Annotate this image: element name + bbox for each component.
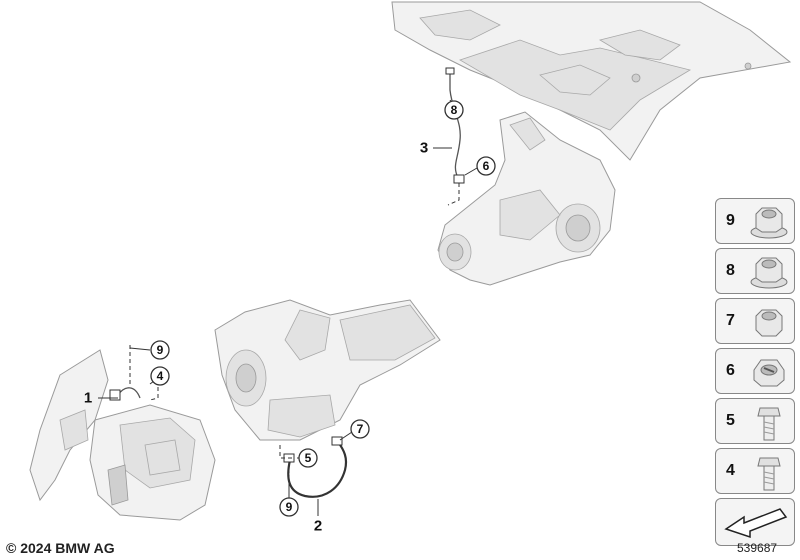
flange-nut-icon <box>750 257 788 289</box>
flange-nut-icon <box>750 207 788 239</box>
legend-direction <box>715 498 795 546</box>
hex-nut-icon <box>755 309 783 337</box>
diagram-id: 539687 <box>737 541 778 555</box>
legend-number: 7 <box>726 312 735 329</box>
front-sensor-cable <box>279 436 348 498</box>
callout-9-front-left: 9 <box>150 340 170 360</box>
callout-9-front: 9 <box>279 497 299 517</box>
front-left-subframe <box>29 349 216 521</box>
callout-4-front-left: 4 <box>150 366 170 386</box>
callout-4-front-left-text: 4 <box>157 369 164 383</box>
callout-7-front-text: 7 <box>357 422 364 436</box>
callout-9-front-text: 9 <box>286 500 293 514</box>
legend-item-9[interactable]: 9 <box>715 198 795 244</box>
copyright-text: © 2024 BMW AG <box>6 540 115 556</box>
floor-pan <box>391 1 792 161</box>
callout-6-rear-text: 6 <box>483 159 490 173</box>
callout-8-rear: 8 <box>444 100 464 120</box>
leader-9-front-left <box>129 347 151 351</box>
hex-bolt-icon <box>757 407 781 441</box>
leader-7 <box>339 431 353 441</box>
legend-item-8[interactable]: 8 <box>715 248 795 294</box>
legend-item-6[interactable]: 6 <box>715 348 795 394</box>
front-transfer-case <box>214 299 441 441</box>
direction-arrow-icon <box>724 508 788 539</box>
callout-6-rear: 6 <box>476 156 496 176</box>
callout-9-front-left-text: 9 <box>157 343 164 357</box>
hex-bolt-icon <box>757 457 781 491</box>
legend-number: 6 <box>726 362 735 379</box>
clip-nut-icon <box>753 359 785 387</box>
rear-sensor-cable <box>445 67 465 206</box>
legend-number: 4 <box>726 462 735 479</box>
legend-number: 9 <box>726 212 735 229</box>
leader-6 <box>464 167 478 176</box>
legend-number: 5 <box>726 412 735 429</box>
parts-legend: 9 8 7 6 5 <box>715 198 797 550</box>
legend-item-7[interactable]: 7 <box>715 298 795 344</box>
rear-differential <box>437 111 616 286</box>
legend-number: 8 <box>726 262 735 279</box>
callout-1-label: 1 <box>84 390 92 407</box>
callout-2-label: 2 <box>314 518 322 535</box>
callout-7-front: 7 <box>350 419 370 439</box>
legend-item-4[interactable]: 4 <box>715 448 795 494</box>
callout-8-rear-text: 8 <box>451 103 458 117</box>
front-left-sensor <box>109 345 159 401</box>
legend-item-5[interactable]: 5 <box>715 398 795 444</box>
callout-5-front: 5 <box>298 448 318 468</box>
callout-3-label: 3 <box>420 140 428 157</box>
callout-5-front-text: 5 <box>305 451 312 465</box>
